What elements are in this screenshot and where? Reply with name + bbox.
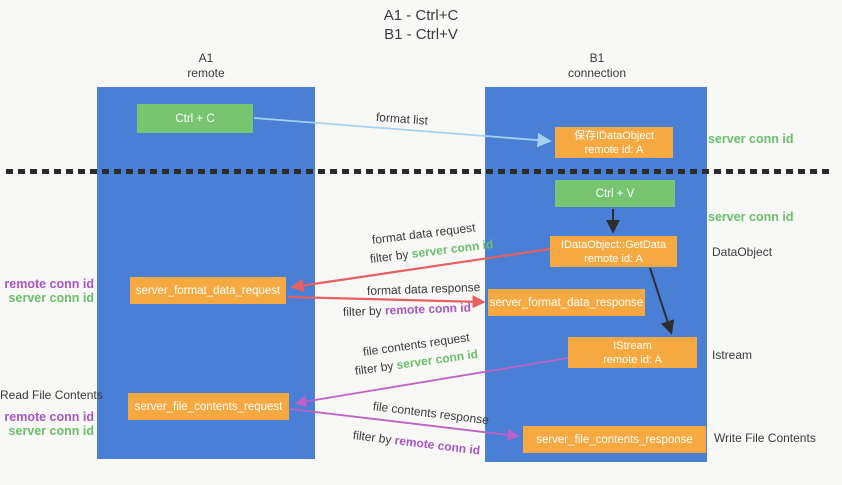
annotation-remote-conn-id-file: remote conn id — [4, 410, 94, 424]
lifeline-a1-name: A1 — [198, 51, 214, 65]
filter-by-text: filter by — [354, 358, 398, 378]
lifeline-b1-name: B1 — [589, 51, 605, 65]
lifeline-a1-role: remote — [187, 66, 225, 80]
node-getdata-remote-id: remote id: A — [584, 252, 643, 265]
annotation-server-conn-id-file: server conn id — [8, 424, 94, 438]
label-format-data-response: format data response — [366, 280, 481, 298]
lifeline-header-a1: A1 remote — [146, 51, 266, 81]
annotation-dataobject: DataObject — [712, 245, 773, 259]
node-idataobject-getdata: IDataObject::GetData remote id: A — [550, 236, 677, 267]
label-file-contents-response: file contents response — [372, 399, 490, 428]
node-server-format-data-request: server_format_data_request — [130, 277, 286, 304]
node-ctrl-c: Ctrl + C — [137, 104, 253, 133]
node-istream: IStream remote id: A — [568, 337, 697, 368]
node-getdata-title: IDataObject::GetData — [560, 238, 667, 251]
filter-key-remote-conn-id: remote conn id — [393, 433, 481, 458]
annotation-server-conn-id-top: server conn id — [708, 132, 794, 146]
label-format-list: format list — [375, 110, 429, 128]
node-ctrl-v-label: Ctrl + V — [595, 187, 635, 200]
node-istream-title: IStream — [613, 339, 652, 352]
title-line-ctrl-c: A1 - Ctrl+C — [383, 7, 459, 24]
annotation-file-conn-ids: remote conn id server conn id — [0, 410, 94, 438]
node-save-idataobject-title: 保存IDataObject — [573, 129, 655, 142]
node-server-file-contents-request-label: server_file_contents_request — [134, 400, 283, 413]
node-save-idataobject: 保存IDataObject remote id: A — [555, 127, 673, 158]
filter-by-text: filter by — [352, 428, 396, 448]
lifeline-header-b1: B1 connection — [537, 51, 657, 81]
annotation-server-conn-id-format: server conn id — [8, 291, 94, 305]
annotation-read-file-contents: Read File Contents — [0, 388, 103, 402]
annotation-read-file-contents-wrap: Read File Contents — [0, 388, 103, 402]
machine-boundary-dotted-line — [6, 169, 830, 174]
filter-key-remote-conn-id: remote conn id — [384, 300, 472, 318]
node-server-file-contents-response-label: server_file_contents_response — [536, 433, 693, 446]
label-filter-format-data-response: filter by remote conn id — [343, 301, 471, 319]
filter-by-text: filter by — [369, 246, 413, 266]
node-save-idataobject-remote-id: remote id: A — [584, 143, 644, 156]
node-ctrl-v: Ctrl + V — [555, 180, 675, 207]
node-server-format-data-request-label: server_format_data_request — [135, 284, 281, 297]
node-istream-remote-id: remote id: A — [603, 353, 662, 366]
annotation-remote-conn-id-format: remote conn id — [4, 277, 94, 291]
diagram-title: A1 - Ctrl+C B1 - Ctrl+V — [0, 6, 842, 44]
label-filter-file-contents-response: filter by remote conn id — [352, 428, 481, 457]
annotation-server-conn-id-mid: server conn id — [708, 210, 794, 224]
node-server-format-data-response-label: server_format_data_response — [489, 296, 644, 309]
annotation-istream: Istream — [712, 348, 753, 362]
node-server-file-contents-response: server_file_contents_response — [523, 426, 706, 453]
lifeline-b1-role: connection — [567, 66, 627, 80]
filter-by-text: filter by — [342, 303, 386, 319]
node-ctrl-c-label: Ctrl + C — [175, 112, 215, 125]
title-line-ctrl-v: B1 - Ctrl+V — [384, 26, 458, 43]
node-server-format-data-response: server_format_data_response — [488, 289, 645, 316]
annotation-write-file-contents: Write File Contents — [714, 431, 816, 445]
node-server-file-contents-request: server_file_contents_request — [128, 393, 289, 420]
annotation-format-conn-ids: remote conn id server conn id — [0, 277, 94, 305]
